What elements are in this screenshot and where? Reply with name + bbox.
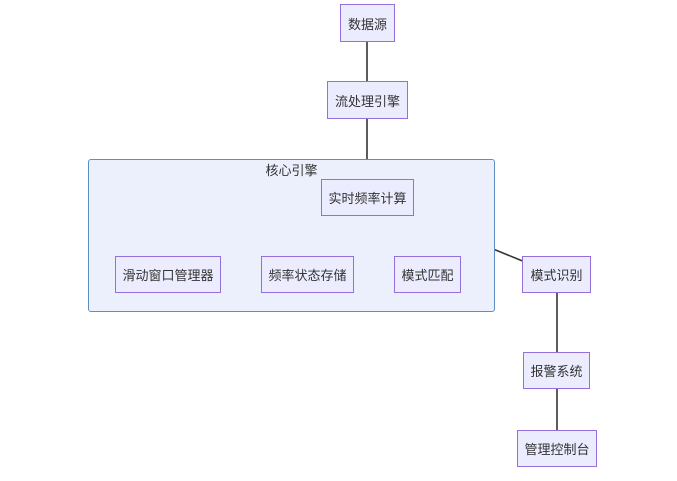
node-pattern-match[interactable]: 模式匹配: [394, 256, 461, 293]
cluster-title: 核心引擎: [265, 164, 318, 179]
node-freq-calc[interactable]: 实时频率计算: [321, 179, 414, 216]
node-data-source[interactable]: 数据源: [340, 4, 395, 42]
node-alert-system[interactable]: 报警系统: [523, 352, 590, 389]
node-admin-console[interactable]: 管理控制台: [517, 430, 597, 467]
node-stream-engine[interactable]: 流处理引擎: [327, 81, 408, 119]
node-pattern-recog[interactable]: 模式识别: [522, 256, 591, 293]
node-freq-store[interactable]: 频率状态存储: [261, 256, 354, 293]
node-window-manager[interactable]: 滑动窗口管理器: [115, 256, 221, 293]
